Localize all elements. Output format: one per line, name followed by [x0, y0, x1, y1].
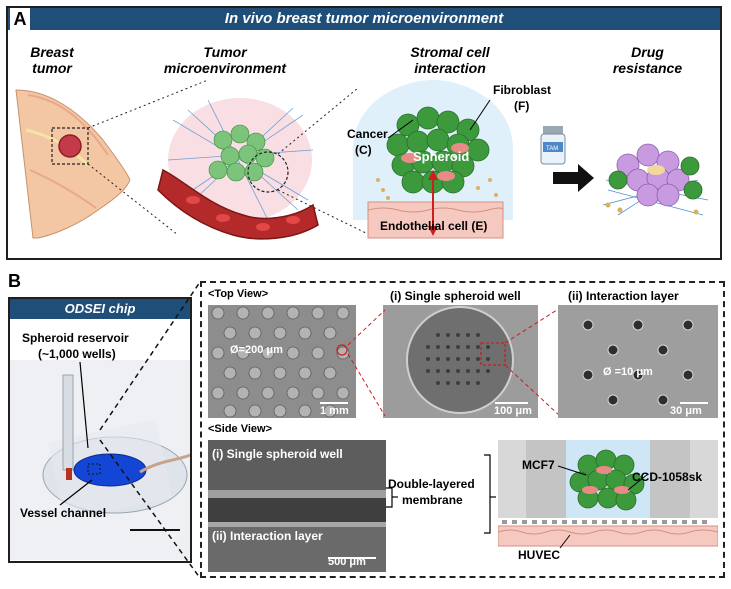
diam-200-label: Ø=200 μm: [230, 344, 283, 356]
panel-b-letter: B: [8, 271, 21, 291]
drug-resistance-illustration: [602, 143, 709, 216]
detail-box: [200, 281, 725, 578]
reservoir-label: Spheroid reservoir: [22, 331, 129, 345]
single-well-label: (i) Single spheroid well: [390, 289, 521, 303]
diam-10-label: Ø =10 μm: [603, 366, 653, 378]
spheroid-label: Spheroid: [413, 149, 470, 164]
double-layer-label-1: Double-layered: [388, 477, 475, 491]
microenvironment-heading: Tumor microenvironment: [163, 44, 287, 76]
scale-30um: 30 μm: [670, 405, 702, 417]
top-view-label: <Top View>: [208, 288, 269, 300]
chip-photo: [10, 360, 190, 560]
scale-100um: 100 μm: [494, 405, 532, 417]
side-view-label: <Side View>: [208, 423, 273, 435]
panel-a-illustrations: TAM: [15, 79, 709, 240]
membrane-brackets: [386, 454, 496, 534]
breast-illustration: [15, 89, 131, 239]
breast-tumor-heading: Breast tumor: [30, 44, 74, 76]
interaction-layer-label: (ii) Interaction layer: [568, 289, 679, 303]
side-single-well-label: (i) Single spheroid well: [212, 447, 343, 461]
drug-vial-icon: [540, 126, 566, 165]
fibroblast-abbr: (F): [514, 99, 530, 113]
endothelial-label: Endothelial cell (E): [380, 219, 488, 233]
stromal-heading: Stromal cell interaction: [410, 44, 490, 76]
sem-single-well: [383, 305, 538, 418]
drug-resistance-heading: Drug resistance: [612, 44, 683, 76]
side-interaction-label: (ii) Interaction layer: [212, 529, 323, 543]
chip-pointers: [59, 361, 93, 506]
panel-a-banner: In vivo breast tumor microenvironment: [8, 8, 720, 30]
mcf7-label: MCF7: [522, 458, 555, 472]
ccd-label: CCD-1058sk: [632, 470, 703, 484]
sem-side-view: [208, 440, 386, 572]
cancer-label: Cancer: [347, 127, 388, 141]
huvec-label: HUVEC: [518, 548, 561, 562]
reservoir-count: (~1,000 wells): [38, 347, 116, 361]
sem-interaction-layer: [558, 305, 718, 418]
drug-vial-label: TAM: [546, 146, 558, 152]
side-schematic: [498, 440, 718, 549]
scale-500um: 500 μm: [328, 556, 366, 568]
fibroblast-label: Fibroblast: [493, 83, 552, 97]
cancer-abbr: (C): [355, 143, 372, 157]
arrow-icon: [553, 164, 594, 192]
panel-a-letter: A: [10, 8, 30, 30]
scale-1mm: 1 mm: [320, 405, 349, 417]
stromal-interaction-illustration: [353, 80, 513, 239]
microenvironment-illustration: [157, 98, 319, 240]
chip-banner: ODSEI chip: [10, 299, 190, 319]
vessel-label: Vessel channel: [20, 506, 107, 520]
double-layer-label-2: membrane: [402, 493, 463, 507]
sem-top-array: [208, 305, 356, 418]
